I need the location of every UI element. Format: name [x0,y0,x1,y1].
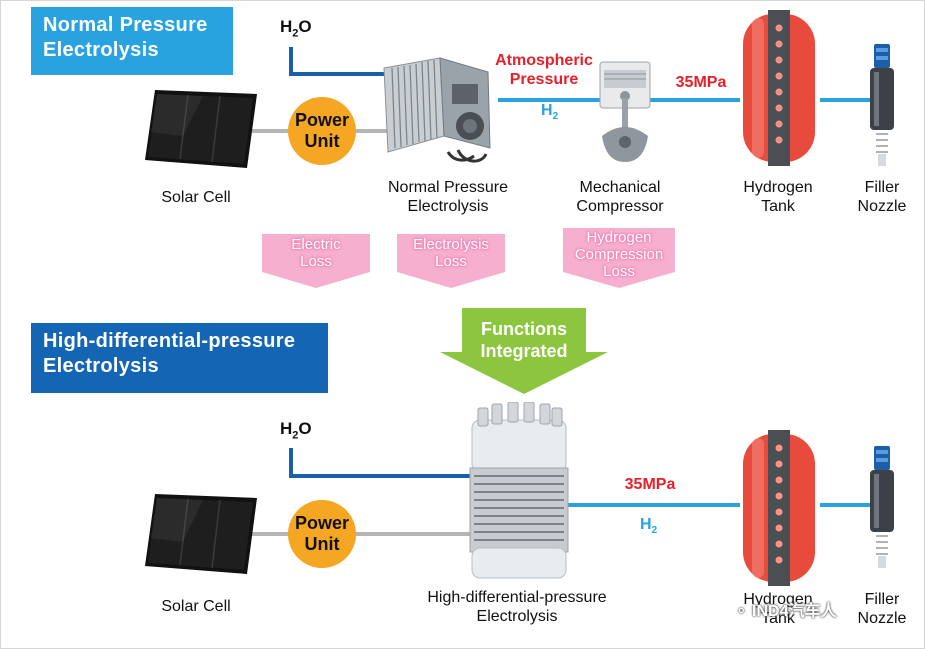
top-pressure-35mpa-label: 35MPa [675,74,727,91]
top-hydrogen-tank-image [743,10,815,166]
top-title-line1: Normal Pressure [43,14,208,36]
top-solar-cell-label: Solar Cell [161,189,231,206]
mechanical-compressor-image [599,61,651,162]
bottom-section-title: High-differential-pressure Electrolysis [31,323,328,393]
loss-arrow-electrolysis [397,234,505,288]
top-water-line [289,47,400,76]
wechat-icon: ⚬ [735,603,748,620]
functions-integrated-arrow [440,308,608,394]
bottom-title-line1: High-differential-pressure [43,330,296,352]
bottom-solar-cell-panel [145,494,257,574]
high-differential-pressure-electrolyzer-image [469,402,569,579]
bottom-h2-label: H2 [640,516,658,537]
bottom-filler-nozzle-image [870,446,894,568]
bottom-water-line [289,448,475,478]
bottom-title-line2: Electrolysis [43,355,159,377]
top-filler-nozzle-image [870,44,894,166]
bottom-hydrogen-tank-image [743,430,815,586]
bottom-pressure-35mpa-label: 35MPa [624,476,676,493]
watermark: ⚬ IND4汽车人 [735,597,837,621]
top-water-label: H2O [280,17,312,40]
top-h2-label: H2 [541,102,559,123]
watermark-text: IND4汽车人 [752,603,837,620]
loss-arrow-electric [262,234,370,288]
top-section-title: Normal Pressure Electrolysis [31,7,233,75]
bottom-water-label: H2O [280,419,312,442]
loss-arrow-hydrogen-compression [563,228,675,288]
normal-pressure-electrolyzer-image [383,57,491,163]
bottom-solar-cell-label: Solar Cell [161,598,231,615]
top-solar-cell-panel [145,90,257,168]
top-title-line2: Electrolysis [43,39,159,61]
